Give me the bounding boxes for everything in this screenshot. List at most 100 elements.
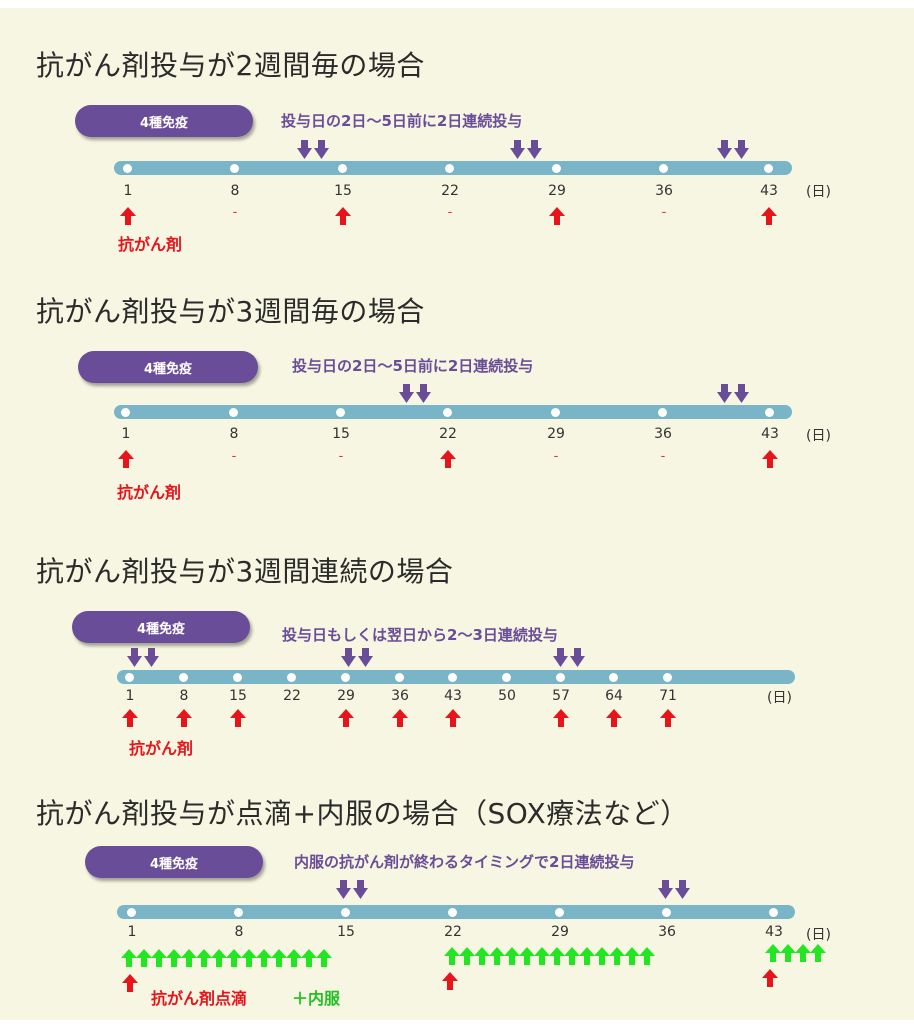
day-unit-label: (日) [806,184,831,200]
day-tick-label: 1 [127,924,137,940]
day-tick-label: 43 [765,924,783,940]
day-tick-label: 8 [230,183,240,199]
day-tick-label: 22 [283,688,301,704]
day-tick-label: 36 [655,183,673,199]
schedule-note: 内服の抗がん剤が終わるタイミングで2日連続投与 [294,853,635,871]
double-down-arrow-icon [717,140,749,160]
no-dose-dash: - [553,449,559,464]
chemo-label: 抗がん剤 [129,739,194,758]
day-tick-label: 22 [441,183,459,199]
up-arrow-icon [440,450,456,468]
timeline-dot [556,673,565,682]
timeline-dot [338,164,347,173]
no-dose-dash: - [447,205,453,220]
no-dose-dash: - [231,449,237,464]
up-arrow-icon [660,709,676,727]
timeline-dot [127,908,136,917]
day-tick-label: 29 [337,688,355,704]
up-arrow-icon [176,709,192,727]
up-arrow-icon [118,450,134,468]
day-tick-label: 43 [444,688,462,704]
timeline-dot [658,408,667,417]
timeline-dot [341,673,350,682]
day-tick-label: 22 [444,924,462,940]
schedule-note: 投与日の2日〜5日前に2日連続投与 [281,112,523,130]
double-down-arrow-icon [336,880,368,900]
section-title: 抗がん剤投与が点滴+内服の場合（SOX療法など） [36,797,689,830]
timeline-dot [123,164,132,173]
day-tick-label: 36 [654,426,672,442]
timeline-dot [443,408,452,417]
section-title: 抗がん剤投与が3週間毎の場合 [36,295,425,328]
double-down-arrow-icon [510,140,542,160]
double-down-arrow-icon [399,384,431,404]
timeline-dot [769,908,778,917]
day-tick-label: 36 [391,688,409,704]
timeline-dot [233,673,242,682]
day-tick-label: 57 [552,688,570,704]
immune-pill: 4種免疫 [72,611,250,643]
immune-pill: 4種免疫 [75,105,253,137]
day-tick-label: 22 [439,426,457,442]
day-tick-label: 43 [761,426,779,442]
chemo-label: 抗がん剤 [118,235,183,254]
oral-arrow-run [765,943,831,963]
day-tick-label: 1 [125,688,135,704]
timeline-dot [125,673,134,682]
oral-arrow-run [444,946,664,966]
up-arrow-icon [230,709,246,727]
day-tick-label: 71 [659,688,677,704]
timeline-dot [445,164,454,173]
timeline-dot [555,908,564,917]
timeline-dot [336,408,345,417]
no-dose-dash: - [660,449,666,464]
timeline-dot [765,408,774,417]
oral-arrow-run [121,948,341,968]
section-title: 抗がん剤投与が3週間連続の場合 [36,555,454,588]
section-2week: 抗がん剤投与が2週間毎の場合 4種免疫 投与日の2日〜5日前に2日連続投与 (日… [0,0,914,270]
day-tick-label: 8 [234,924,244,940]
timeline-dot [448,673,457,682]
day-tick-label: 36 [658,924,676,940]
day-tick-label: 15 [229,688,247,704]
timeline-dot [287,673,296,682]
up-arrow-icon [762,969,778,987]
up-arrow-icon [120,207,136,225]
day-tick-label: 1 [121,426,131,442]
day-tick-label: 15 [332,426,350,442]
no-dose-dash: - [338,449,344,464]
up-arrow-icon [445,709,461,727]
double-down-arrow-icon [127,648,159,668]
section-3week: 抗がん剤投与が3週間毎の場合 4種免疫 投与日の2日〜5日前に2日連続投与 (日… [36,295,831,502]
day-tick-label: 1 [123,183,133,199]
timeline-dot [551,408,560,417]
timeline-dot [552,164,561,173]
no-dose-dash: - [661,205,667,220]
double-down-arrow-icon [341,648,373,668]
timeline-dot [230,164,239,173]
day-tick-label: 50 [498,688,516,704]
up-arrow-icon [338,709,354,727]
day-tick-label: 8 [179,688,189,704]
chemo-label: 抗がん剤 [117,483,182,502]
double-down-arrow-icon [717,384,749,404]
up-arrow-icon [442,972,458,990]
double-down-arrow-icon [297,140,329,160]
timeline-dot [662,908,671,917]
timeline-dot [764,164,773,173]
double-down-arrow-icon [658,880,690,900]
day-tick-label: 64 [605,688,623,704]
immune-pill: 4種免疫 [85,846,263,878]
day-tick-label: 29 [548,183,566,199]
day-unit-label: (日) [767,690,792,706]
day-tick-label: 15 [337,924,355,940]
oral-label: ＋内服 [292,989,341,1008]
section-3week-continuous: 抗がん剤投与が3週間連続の場合 4種免疫 投与日もしくは翌日から2〜3日連続投与… [36,555,795,758]
timeline-dot [121,408,130,417]
timeline-dot [659,164,668,173]
timeline-dot [609,673,618,682]
timeline-dot [663,673,672,682]
up-arrow-icon [122,709,138,727]
timeline-dot [502,673,511,682]
day-tick-label: 15 [334,183,352,199]
